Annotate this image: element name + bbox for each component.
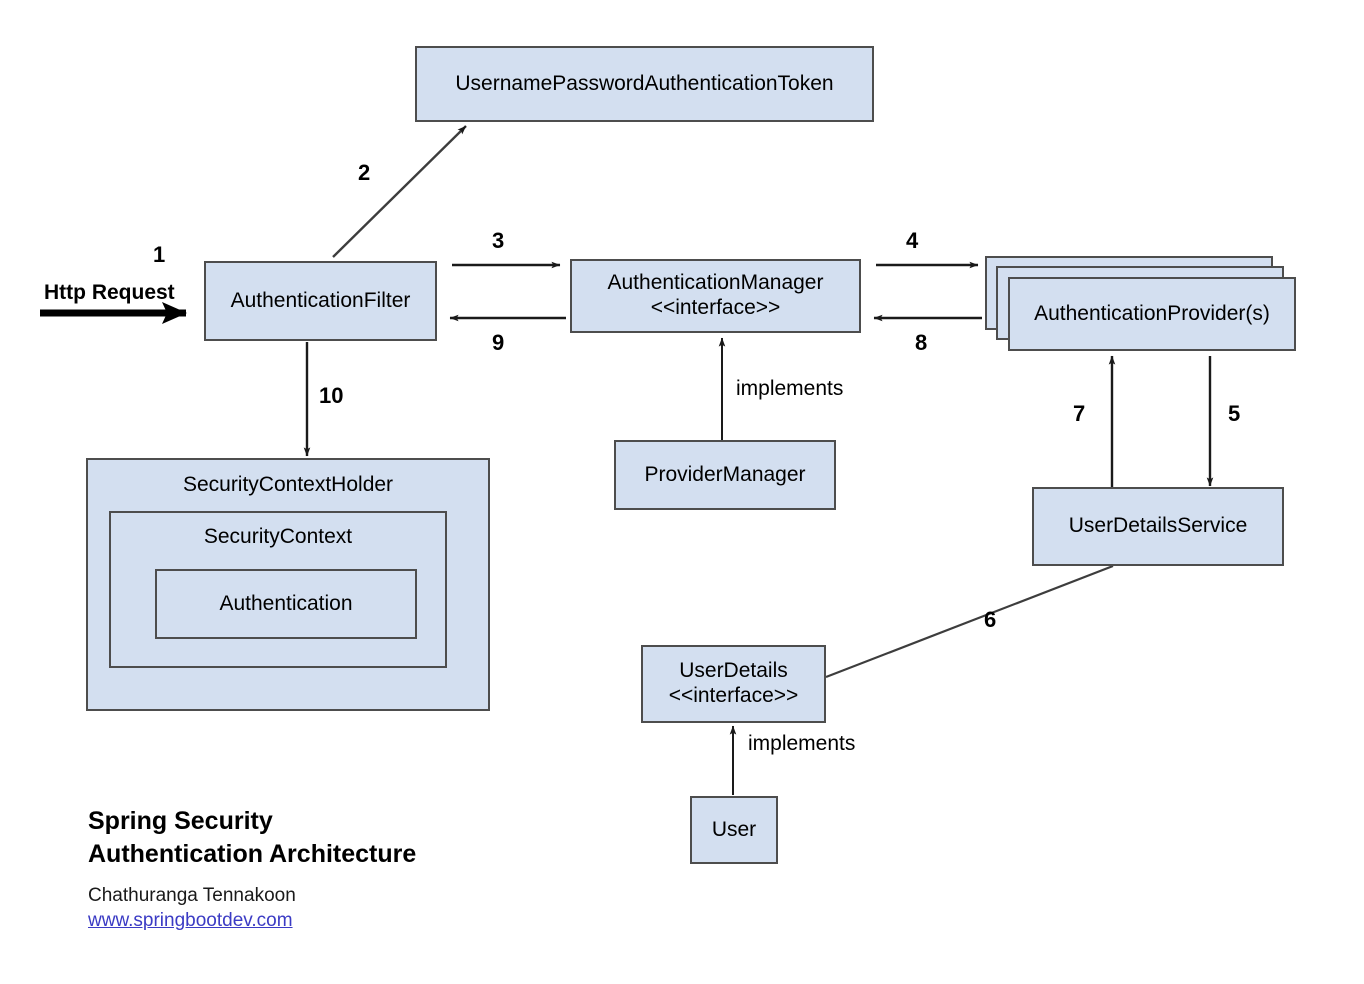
- label-step-10: 10: [319, 383, 344, 408]
- label-http-request: Http Request: [44, 281, 175, 304]
- security-context-label: SecurityContext: [203, 525, 353, 548]
- label-step-6: 6: [984, 607, 997, 632]
- node-security-context[interactable]: SecurityContext Authentication: [109, 511, 447, 668]
- label-step-2: 2: [358, 160, 371, 185]
- label-step-8: 8: [915, 330, 928, 355]
- label-step-4: 4: [906, 228, 919, 253]
- node-user-details[interactable]: UserDetails <<interface>>: [641, 645, 826, 723]
- label-step-3: 3: [492, 228, 505, 253]
- security-context-holder-label: SecurityContextHolder: [182, 473, 394, 496]
- node-authentication-filter[interactable]: AuthenticationFilter: [204, 261, 437, 341]
- node-authentication[interactable]: Authentication: [155, 569, 417, 639]
- footer-block: Spring Security Authentication Architect…: [88, 805, 416, 932]
- node-user-details-service[interactable]: UserDetailsService: [1032, 487, 1284, 566]
- node-provider-manager[interactable]: ProviderManager: [614, 440, 836, 510]
- node-security-context-holder[interactable]: SecurityContextHolder SecurityContext Au…: [86, 458, 490, 711]
- edge-step-2: [332, 125, 467, 258]
- label-step-7: 7: [1073, 401, 1086, 426]
- node-user[interactable]: User: [690, 796, 778, 864]
- label-step-5: 5: [1228, 401, 1241, 426]
- label-step-1: 1: [153, 242, 166, 267]
- footer-title: Spring Security Authentication Architect…: [88, 807, 417, 868]
- node-authentication-manager[interactable]: AuthenticationManager <<interface>>: [570, 259, 861, 333]
- footer-author: Chathuranga Tennakoon: [88, 885, 296, 906]
- node-username-password-authentication-token[interactable]: UsernamePasswordAuthenticationToken: [415, 46, 874, 122]
- label-implements-provider-manager: implements: [736, 377, 844, 400]
- edge-step-6: [825, 564, 1114, 679]
- label-implements-user: implements: [748, 732, 856, 755]
- node-authentication-provider[interactable]: AuthenticationProvider(s): [1008, 277, 1296, 351]
- label-step-9: 9: [492, 330, 505, 355]
- footer-website-link[interactable]: www.springbootdev.com: [88, 910, 293, 931]
